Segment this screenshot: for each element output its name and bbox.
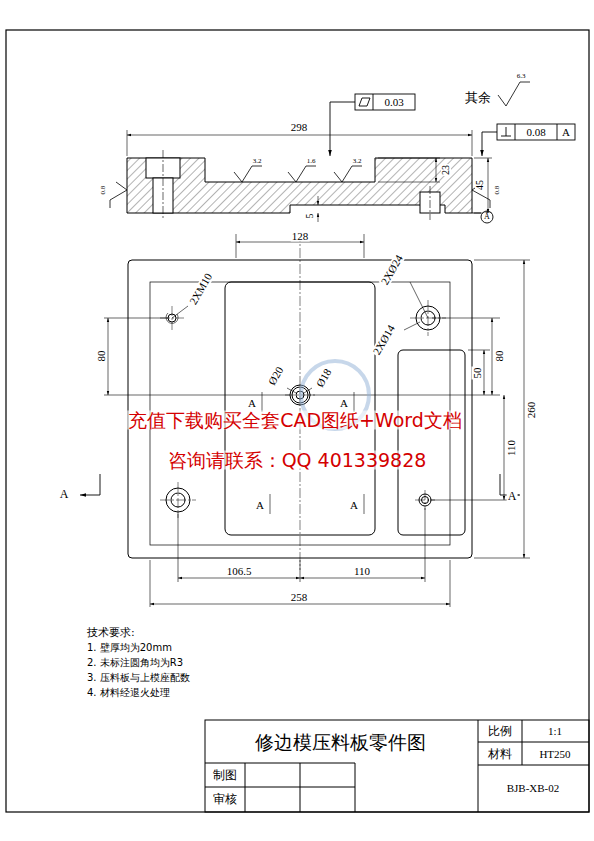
- dimension-text: 80: [96, 350, 107, 363]
- tolerance-frame-stroke: [373, 94, 374, 110]
- dimension-text: 128: [291, 231, 310, 242]
- tolerance-frame-stroke: [497, 124, 575, 140]
- title-block-stroke: [205, 720, 589, 812]
- table-cell: 制图: [212, 769, 238, 781]
- dimension-line-stroke: [127, 130, 472, 156]
- dimension-text: 23: [441, 164, 451, 176]
- table-cell: 1:1: [547, 726, 563, 737]
- technical-note: 2. 未标注圆角均为R3: [86, 658, 184, 668]
- watermark: 充值下载购买全套CAD图纸+Word文档: [127, 411, 463, 430]
- hole-callout: Ø20: [266, 364, 286, 388]
- dimension-line-stroke: [474, 158, 492, 213]
- dimension-text: 260: [526, 401, 537, 420]
- table-cell: 审核: [212, 793, 238, 805]
- section-mark: [80, 392, 520, 514]
- section-view-stroke: [163, 150, 164, 220]
- roughness-value: 0.8: [494, 185, 501, 196]
- center-line-stroke: [160, 232, 446, 570]
- dimension-text: 110: [353, 566, 371, 577]
- title-block: [205, 720, 589, 812]
- tolerance-frame: [330, 94, 575, 223]
- dimension-line-stroke: [378, 158, 440, 182]
- dimension-text: 110: [506, 439, 517, 457]
- table-cell: 比例: [487, 725, 513, 737]
- datum-letter: A: [561, 127, 571, 138]
- dimension-line-stroke: [318, 196, 319, 205]
- center-line: [160, 232, 446, 570]
- watermark: 咨询请联系：QQ 401339828: [167, 451, 428, 470]
- hole-callout: 2XM10: [187, 271, 215, 308]
- section-view-stroke: [127, 158, 472, 213]
- notes-heading: 技术要求:: [86, 627, 136, 638]
- roughness-symbol-stroke: [110, 182, 127, 208]
- section-letter: A: [507, 490, 518, 502]
- plan-view-stroke: [398, 350, 465, 535]
- dimension-line-stroke: [484, 350, 485, 395]
- dimension-line-stroke: [127, 135, 472, 136]
- dimension-text: 50: [472, 367, 483, 380]
- title-block-stroke: [205, 720, 589, 812]
- tolerance-frame-stroke: [355, 94, 415, 110]
- dimension-line-stroke: [436, 158, 437, 182]
- roughness-value: 0.8: [100, 185, 107, 196]
- dimension-line-stroke: [504, 395, 505, 500]
- roughness-value: 6.3: [516, 73, 527, 80]
- roughness-symbol-stroke: [498, 82, 530, 106]
- dimension-line-stroke: [150, 604, 450, 605]
- roughness-value: 1.6: [306, 158, 317, 165]
- dimension-line-stroke: [318, 213, 319, 222]
- dimension-line-stroke: [492, 318, 493, 395]
- hole-callout: Ø18: [314, 366, 334, 390]
- section-view: [127, 150, 472, 220]
- tolerance-frame-stroke: [557, 124, 558, 140]
- section-letter: A: [349, 500, 359, 511]
- technical-note: 4. 材料经退火处理: [86, 688, 171, 698]
- dimension-line-stroke: [488, 158, 489, 213]
- table-cell: 材料: [487, 748, 513, 760]
- section-letter: A: [339, 398, 349, 409]
- dimension-text: 106.5: [226, 566, 253, 577]
- dimension-line-stroke: [300, 578, 425, 579]
- roughness-value: 3.2: [252, 158, 263, 165]
- section-mark-stroke: [80, 474, 100, 495]
- roughness-symbol: [110, 82, 530, 208]
- dimension-line-stroke: [178, 578, 300, 579]
- sheet-frame: [6, 30, 589, 812]
- dimension-line: [104, 130, 530, 607]
- tolerance-frame-stroke: [515, 124, 516, 140]
- section-letter: A: [59, 488, 70, 500]
- tolerance-frame-stroke: [330, 102, 355, 156]
- dimension-text: 298: [290, 122, 309, 133]
- dimension-text: 80: [494, 350, 505, 363]
- drawing-title: 修边模压料板零件图: [254, 733, 427, 752]
- roughness-symbol-stroke: [234, 166, 262, 182]
- tolerance-frame-stroke: [501, 127, 511, 136]
- roughness-symbol-stroke: [334, 166, 362, 182]
- dimension-line-stroke: [430, 500, 510, 501]
- tolerance-frame-stroke: [359, 98, 370, 106]
- roughness-value: 3.2: [352, 158, 363, 165]
- section-letter: A: [247, 398, 257, 409]
- table-cell: HT250: [538, 749, 571, 760]
- tolerance-value: 0.03: [383, 97, 404, 108]
- section-view-stroke: [430, 186, 431, 220]
- drawing-number: BJB-XB-02: [506, 783, 561, 794]
- dimension-text: 45: [475, 179, 485, 191]
- technical-note: 1. 壁厚均为20mm: [86, 643, 173, 653]
- sheet-frame-stroke: [6, 30, 589, 812]
- technical-note: 3. 压料板与上模座配数: [86, 673, 191, 683]
- dimension-text: 258: [290, 592, 309, 603]
- roughness-symbol-stroke: [288, 166, 316, 182]
- dimension-line-stroke: [104, 318, 290, 395]
- dimension-line-stroke: [108, 318, 109, 395]
- dimension-text: 5: [305, 213, 315, 220]
- dimension-line-stroke: [474, 260, 530, 558]
- roughness-note: 其余: [464, 91, 492, 104]
- datum-letter: A: [483, 213, 491, 221]
- tolerance-frame-stroke: [482, 132, 497, 156]
- tolerance-value: 0.08: [525, 127, 546, 138]
- section-letter: A: [255, 500, 265, 511]
- dimension-line-stroke: [524, 260, 525, 558]
